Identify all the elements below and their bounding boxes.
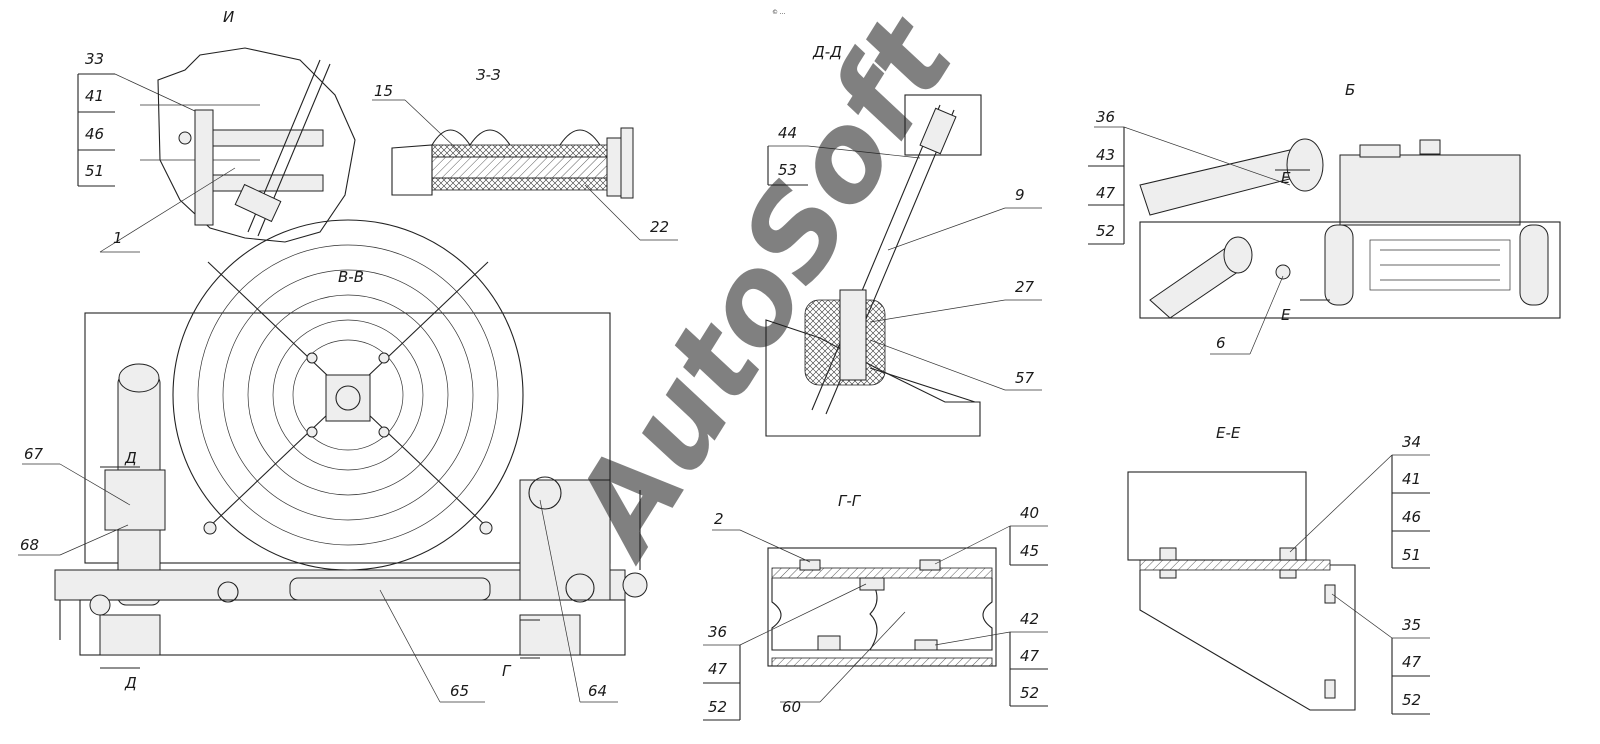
callout-53: 53 (778, 161, 797, 179)
watermark: AutoSoft (542, 0, 983, 582)
view-dd-title: Д-Д (812, 43, 842, 61)
callout-44: 44 (778, 124, 797, 142)
view-zz: З-З 15 22 (372, 66, 678, 241)
callout-52-ee: 52 (1402, 691, 1421, 709)
callout-47: 47 (1096, 184, 1116, 202)
view-zz-title: З-З (476, 66, 501, 84)
view-gg: Г-Г 2 60 36 47 52 40 45 (703, 492, 1048, 721)
label-2: 2 (714, 510, 724, 528)
callout-42-gg: 42 (1020, 610, 1039, 628)
view-gg-title: Г-Г (838, 492, 862, 510)
callout-43: 43 (1096, 146, 1115, 164)
callout-36: 36 (1096, 108, 1115, 126)
callout-40-gg: 40 (1020, 504, 1039, 522)
view-i-callout-table: 33 41 46 51 (77, 50, 211, 187)
callout-41-ee: 41 (1402, 470, 1421, 488)
callout-47-ee: 47 (1402, 653, 1422, 671)
watermark-note: © ... (772, 9, 786, 16)
label-15: 15 (374, 82, 393, 100)
label-67: 67 (24, 445, 44, 463)
callout-46-ee: 46 (1402, 508, 1421, 526)
callout-35-ee: 35 (1402, 616, 1421, 634)
marker-d-top: Д (124, 449, 137, 467)
callout-52b-gg: 52 (1020, 684, 1039, 702)
callout-41: 41 (85, 87, 104, 105)
label-1: 1 (113, 229, 123, 247)
view-i: И 33 41 46 51 1 (77, 8, 356, 253)
view-ee: Е-Е 34 41 46 51 35 47 52 (1127, 424, 1430, 715)
label-64: 64 (588, 682, 607, 700)
callout-47b-gg: 47 (1020, 647, 1040, 665)
callout-33: 33 (85, 50, 104, 68)
callout-52-gg: 52 (708, 698, 727, 716)
view-vv-title: В-В (338, 268, 364, 286)
callout-51: 51 (85, 162, 104, 180)
callout-47-gg: 47 (708, 660, 728, 678)
view-b-title: Б (1345, 81, 1355, 99)
label-27: 27 (1015, 278, 1035, 296)
label-60: 60 (782, 698, 801, 716)
marker-e-top: Е (1281, 169, 1291, 187)
label-65: 65 (450, 682, 469, 700)
label-68: 68 (20, 536, 39, 554)
label-57: 57 (1015, 369, 1035, 387)
fan-guard (172, 219, 524, 571)
marker-e-bottom: Е (1281, 306, 1291, 324)
callout-46: 46 (85, 125, 104, 143)
marker-d-bottom: Д (124, 674, 137, 692)
callout-51-ee: 51 (1402, 546, 1421, 564)
callout-36-gg: 36 (708, 623, 727, 641)
label-6: 6 (1216, 334, 1226, 352)
view-ee-title: Е-Е (1216, 424, 1241, 442)
view-dd: Д-Д 44 53 9 27 57 (765, 43, 1042, 437)
callout-52: 52 (1096, 222, 1115, 240)
callout-34-ee: 34 (1402, 433, 1421, 451)
label-9: 9 (1015, 186, 1025, 204)
view-b: Б Е Е 36 43 47 52 6 (1088, 81, 1561, 355)
callout-45-gg: 45 (1020, 542, 1039, 560)
label-22: 22 (650, 218, 669, 236)
view-i-title: И (223, 8, 234, 26)
view-vv: В-В (18, 219, 648, 703)
marker-g: Г (502, 662, 512, 680)
